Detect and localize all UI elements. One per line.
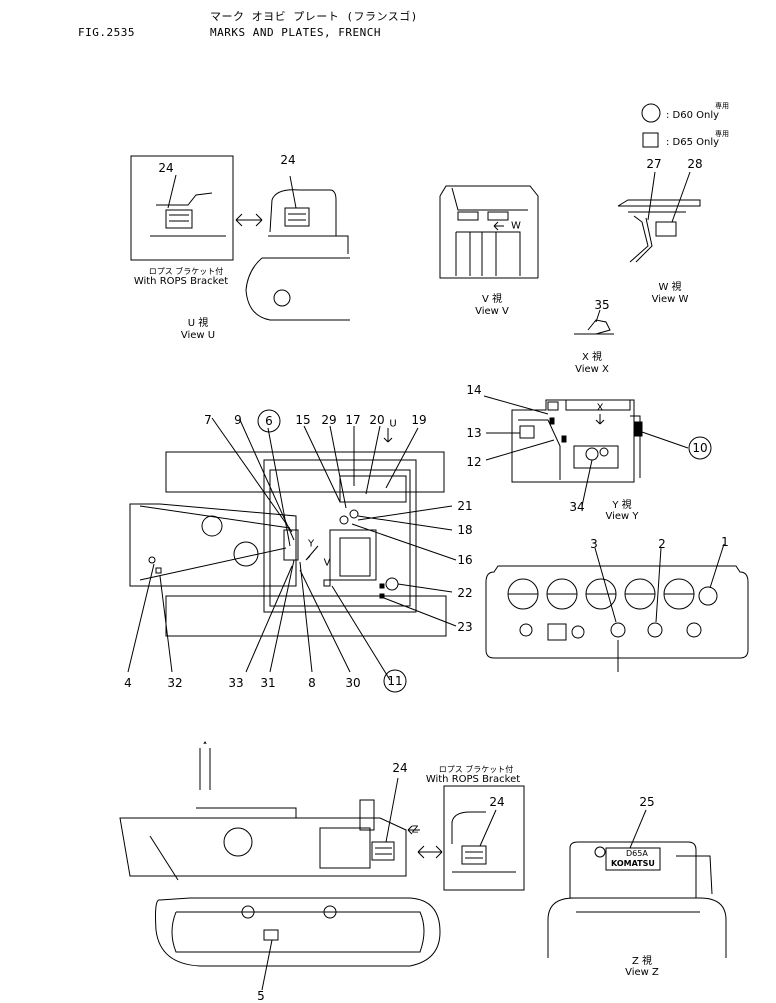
plate-komatsu: KOMATSU bbox=[611, 859, 655, 868]
callout-7: 7 bbox=[204, 413, 212, 427]
arrow-u-label: U bbox=[389, 418, 397, 430]
caption-u-bracket-jp: ロプス ブラケット付 bbox=[148, 267, 224, 276]
callout-28: 28 bbox=[687, 157, 703, 171]
callout-8: 8 bbox=[308, 676, 316, 690]
callout-6: 6 bbox=[265, 414, 273, 428]
callout-1: 1 bbox=[721, 535, 729, 549]
callout-16: 16 bbox=[457, 553, 473, 567]
dashboard-panel bbox=[486, 544, 748, 672]
caption-u-en: View U bbox=[180, 330, 216, 341]
callout-4: 4 bbox=[124, 676, 132, 690]
side-rops-inset bbox=[444, 786, 524, 890]
callout-11: 11 bbox=[387, 674, 403, 688]
u-double-arrow bbox=[236, 214, 262, 226]
view-z-machine bbox=[548, 810, 726, 958]
callout-15: 15 bbox=[295, 413, 311, 427]
caption-side-bracket-jp: ロプス ブラケット付 bbox=[438, 765, 514, 774]
caption-y-jp: Y 視 bbox=[612, 500, 632, 511]
caption-w-jp: W 視 bbox=[658, 282, 682, 293]
caption-y-en: View Y bbox=[605, 511, 639, 522]
plate-d65a-z: D65A bbox=[626, 849, 648, 858]
caption-x-jp: X 視 bbox=[581, 352, 603, 363]
callout-31: 31 bbox=[260, 676, 276, 690]
callout-24: 24 bbox=[392, 761, 408, 775]
top-view-machine bbox=[128, 410, 456, 692]
caption-u-jp: U 視 bbox=[187, 318, 209, 329]
legend-square-jp: 専用 bbox=[715, 130, 729, 138]
view-u-machine bbox=[246, 176, 350, 320]
caption-w-en: View W bbox=[651, 294, 689, 305]
callout-27: 27 bbox=[646, 157, 662, 171]
view-x-detail bbox=[574, 310, 614, 334]
caption-u-bracket-en: With ROPS Bracket bbox=[133, 276, 229, 287]
caption-z-jp: Z 視 bbox=[631, 956, 653, 967]
legend-symbols bbox=[641, 103, 661, 148]
callout-35: 35 bbox=[594, 298, 610, 312]
arrow-v-label: V bbox=[323, 557, 331, 569]
callout-10: 10 bbox=[692, 441, 708, 455]
caption-x-en: View X bbox=[575, 364, 609, 375]
callout-17: 17 bbox=[345, 413, 361, 427]
callout-19: 19 bbox=[411, 413, 427, 427]
title-english: MARKS AND PLATES, FRENCH bbox=[210, 26, 381, 39]
callout-21: 21 bbox=[457, 499, 473, 513]
callout-14: 14 bbox=[466, 383, 482, 397]
legend-circle-text: : D60 Only bbox=[666, 110, 720, 121]
callout-33: 33 bbox=[228, 676, 244, 690]
callout-22: 22 bbox=[457, 586, 473, 600]
callout-24: 24 bbox=[158, 161, 174, 175]
view-v-machine bbox=[440, 186, 538, 278]
caption-v-en: View V bbox=[475, 306, 509, 317]
arrow-y-label: Y bbox=[307, 538, 315, 550]
callout-30: 30 bbox=[345, 676, 361, 690]
caption-v-jp: V 視 bbox=[481, 294, 503, 305]
arrow-z-label: Z bbox=[411, 824, 419, 836]
callout-24: 24 bbox=[489, 795, 505, 809]
view-w-machine bbox=[618, 172, 700, 262]
callout-13: 13 bbox=[466, 426, 482, 440]
callout-12: 12 bbox=[466, 455, 482, 469]
callout-25: 25 bbox=[639, 795, 655, 809]
view-y-cab bbox=[484, 396, 711, 506]
callout-20: 20 bbox=[369, 413, 385, 427]
callout-32: 32 bbox=[167, 676, 183, 690]
legend-square-text: : D65 Only bbox=[666, 137, 720, 148]
arrow-w-label: W bbox=[511, 220, 521, 232]
legend-circle-jp: 専用 bbox=[715, 102, 729, 110]
callout-2: 2 bbox=[658, 537, 666, 551]
callout-24: 24 bbox=[280, 153, 296, 167]
figure-number: FIG.2535 bbox=[78, 26, 135, 39]
side-view-machine bbox=[120, 742, 442, 990]
callout-29: 29 bbox=[321, 413, 337, 427]
caption-side-bracket-en: With ROPS Bracket bbox=[425, 774, 521, 785]
callout-9: 9 bbox=[234, 413, 242, 427]
view-u-inset bbox=[131, 156, 233, 260]
callout-5: 5 bbox=[257, 989, 265, 1003]
callout-34: 34 bbox=[569, 500, 585, 514]
arrow-x-label: X bbox=[596, 402, 604, 414]
callout-3: 3 bbox=[590, 537, 598, 551]
callout-23: 23 bbox=[457, 620, 473, 634]
caption-z-en: View Z bbox=[625, 967, 659, 978]
title-japanese: マーク オヨビ プレート (フランスゴ) bbox=[210, 10, 418, 23]
callout-18: 18 bbox=[457, 523, 473, 537]
